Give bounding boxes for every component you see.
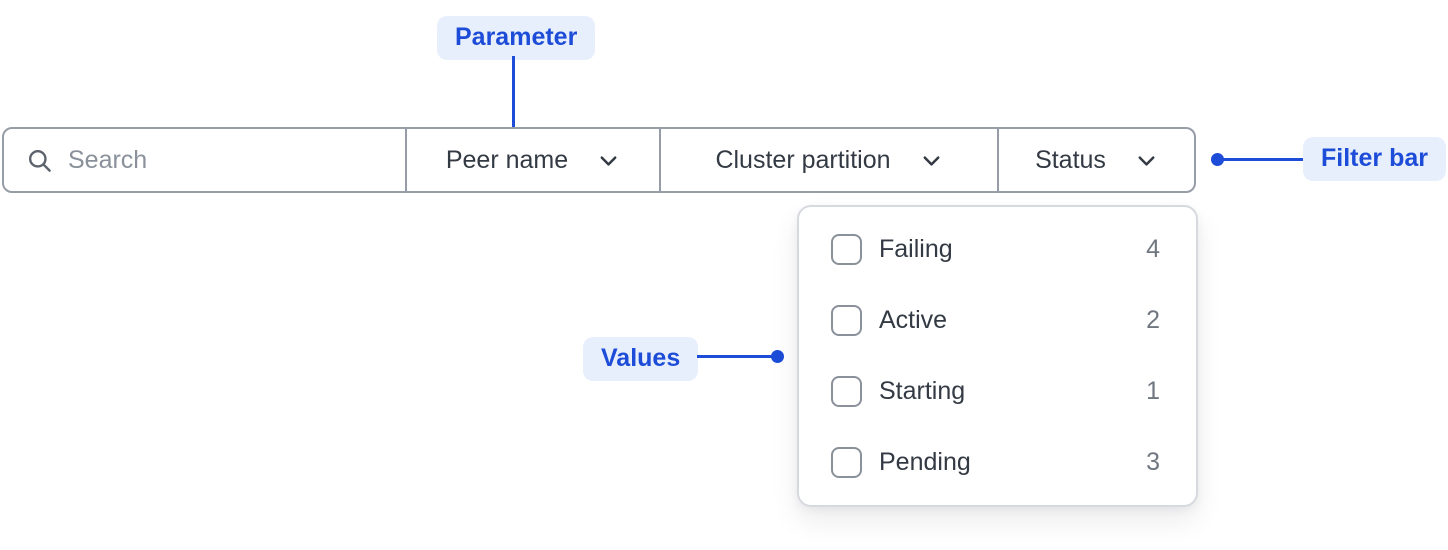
dropdown-peer-name[interactable]: Peer name — [405, 129, 659, 191]
chevron-down-icon — [923, 155, 939, 166]
parameter-callout: Parameter — [437, 16, 596, 60]
checkbox-starting[interactable] — [831, 376, 862, 407]
search-section — [4, 129, 405, 191]
status-option-active[interactable]: Active 2 — [831, 285, 1160, 356]
dropdown-status-label: Status — [1035, 145, 1106, 174]
checkbox-active[interactable] — [831, 305, 862, 336]
filter-bar-connector-line — [1218, 158, 1303, 161]
parameter-connector-line — [512, 56, 515, 141]
status-option-starting[interactable]: Starting 1 — [831, 356, 1160, 427]
status-option-pending[interactable]: Pending 3 — [831, 427, 1160, 498]
filter-bar: Peer name Cluster partition Status — [2, 127, 1196, 193]
status-option-failing[interactable]: Failing 4 — [831, 214, 1160, 285]
values-connector-dot — [771, 350, 784, 363]
dropdown-peer-name-label: Peer name — [445, 145, 569, 174]
values-connector-line — [697, 355, 773, 358]
chevron-down-icon — [600, 155, 617, 166]
dropdown-cluster-partition-label: Cluster partition — [715, 145, 891, 174]
status-option-active-count: 2 — [1146, 306, 1160, 334]
filter-bar-callout: Filter bar — [1303, 137, 1446, 181]
status-option-pending-label: Pending — [879, 448, 971, 476]
status-option-starting-count: 1 — [1146, 377, 1160, 405]
dropdown-cluster-partition[interactable]: Cluster partition — [659, 129, 997, 191]
values-callout: Values — [583, 337, 699, 381]
dropdown-status[interactable]: Status — [997, 129, 1194, 191]
filter-bar-connector-dot — [1211, 153, 1224, 166]
checkbox-pending[interactable] — [831, 447, 862, 478]
search-icon — [28, 149, 51, 172]
chevron-down-icon — [1138, 155, 1155, 166]
status-dropdown-panel: Failing 4 Active 2 Starting 1 Pending 3 — [797, 205, 1198, 507]
status-option-failing-label: Failing — [879, 235, 953, 263]
status-option-failing-count: 4 — [1146, 235, 1160, 263]
status-option-starting-label: Starting — [879, 377, 966, 405]
status-option-pending-count: 3 — [1146, 448, 1160, 476]
search-input[interactable] — [68, 145, 388, 175]
checkbox-failing[interactable] — [831, 234, 862, 265]
status-option-active-label: Active — [879, 306, 948, 334]
